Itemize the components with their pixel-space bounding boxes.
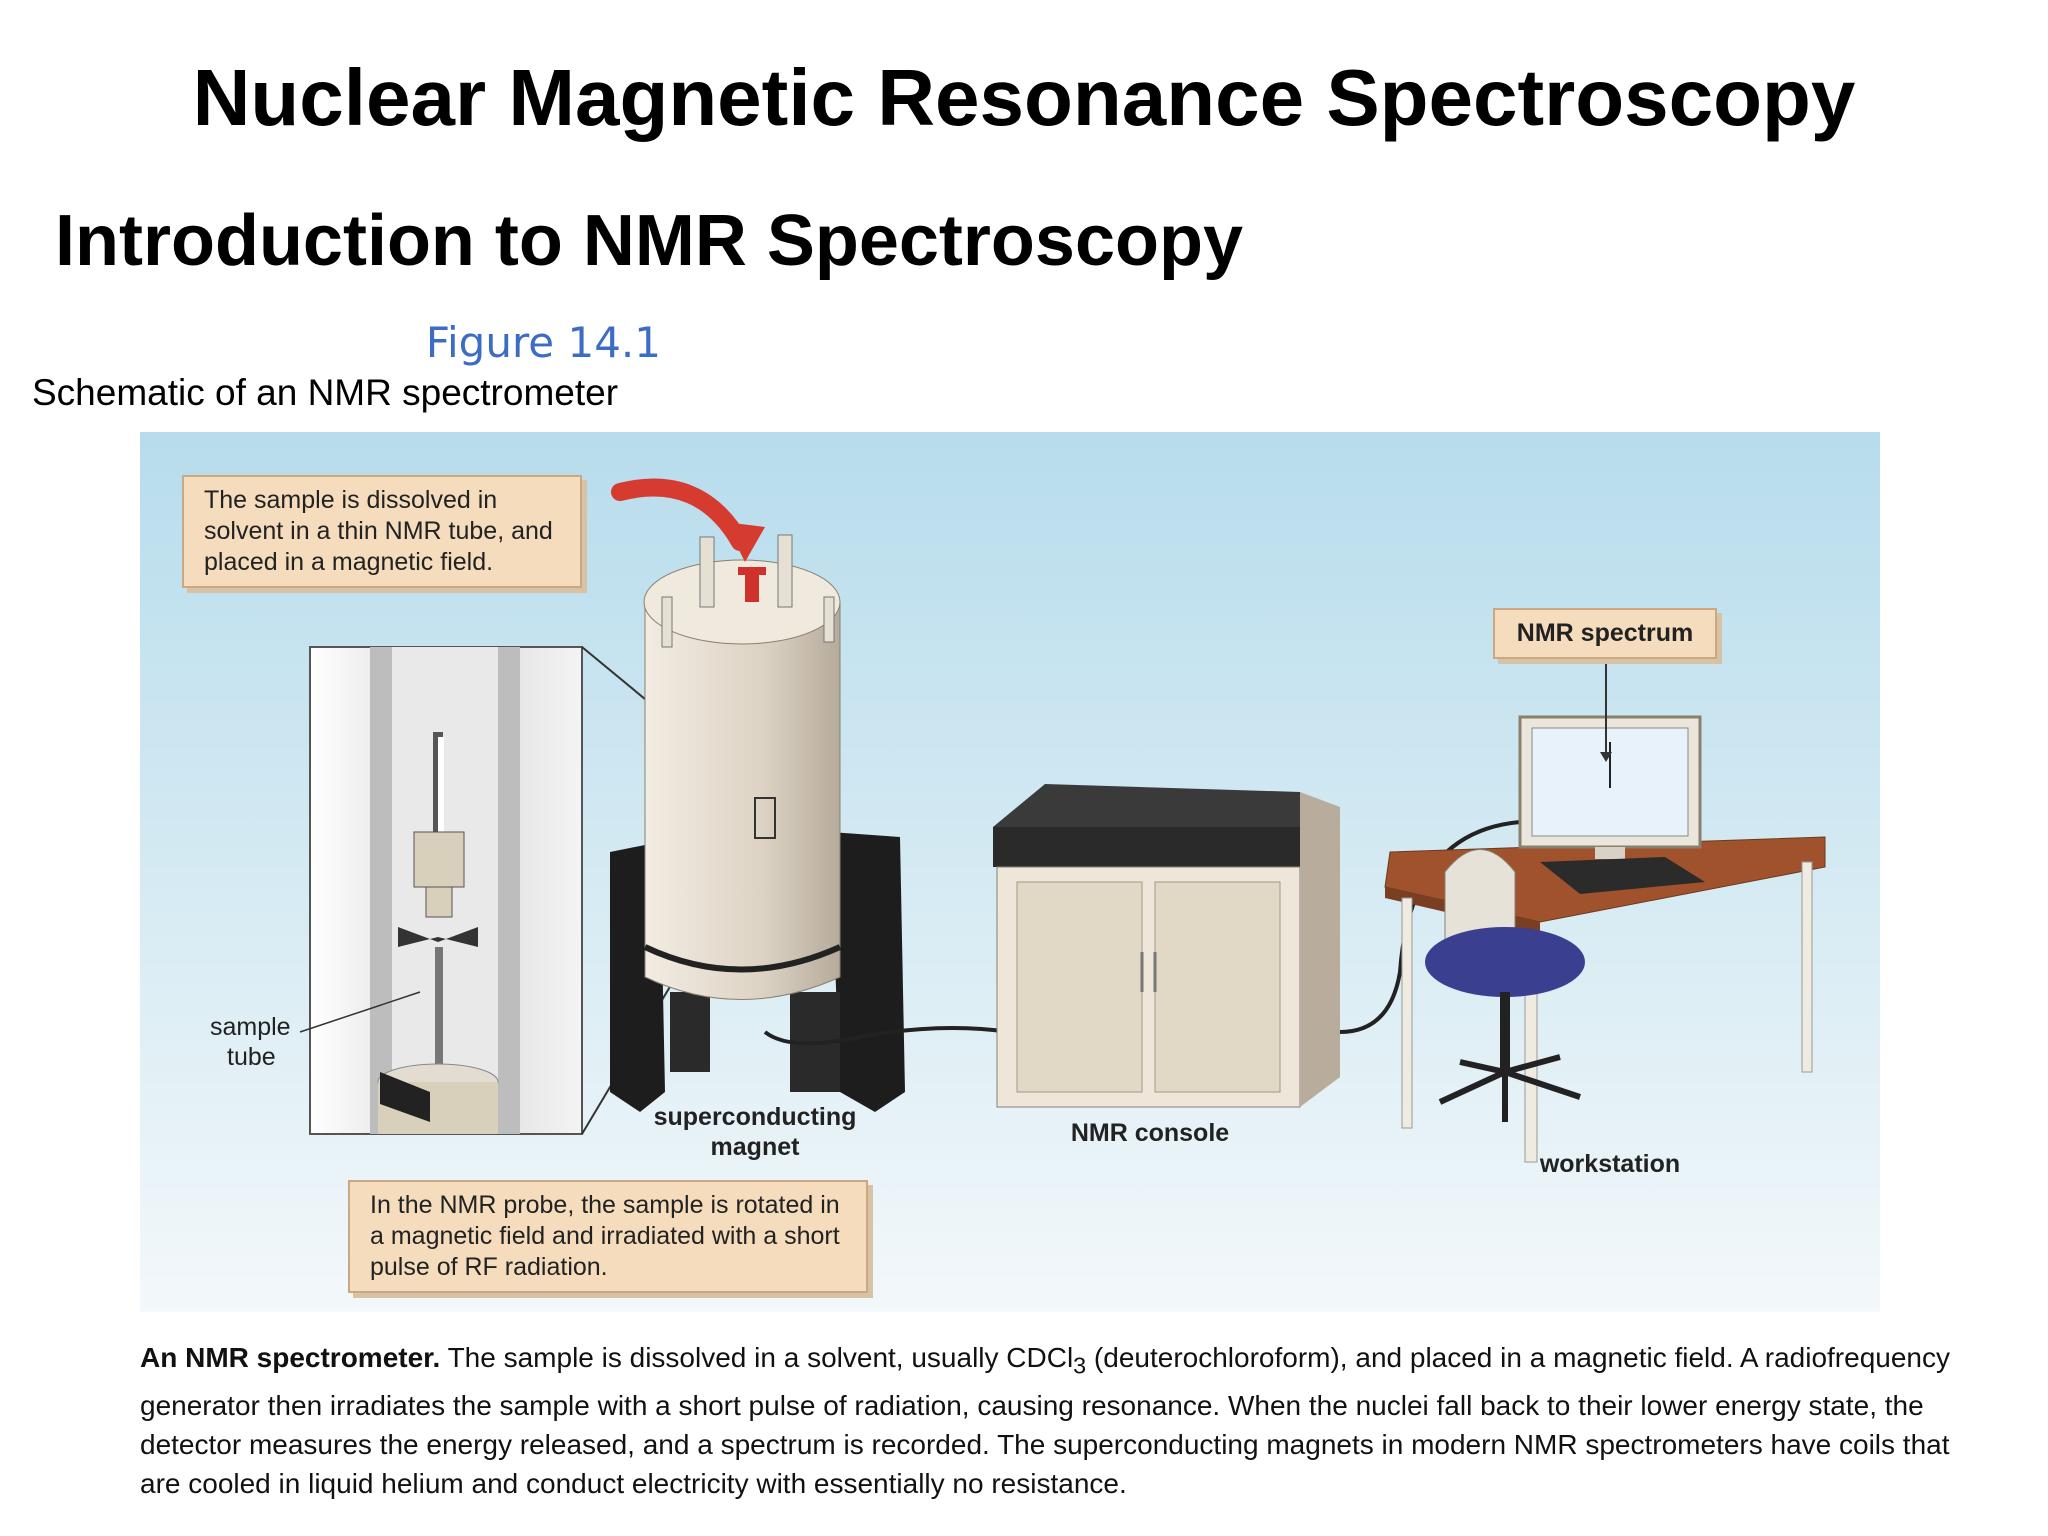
nmr-spectrometer-illustration: The sample is dissolved in solvent in a …	[140, 432, 1880, 1312]
label-sample: sample	[210, 1013, 291, 1041]
label-magnet: magnet	[710, 1133, 800, 1161]
description-subscript: 3	[1073, 1352, 1087, 1379]
label-superconducting: superconducting	[653, 1103, 857, 1131]
page-title: Nuclear Magnetic Resonance Spectroscopy	[192, 53, 1856, 142]
figure-number: Figure 14.1	[425, 318, 661, 367]
probe-inset	[309, 646, 583, 1135]
label-workstation: workstation	[1539, 1150, 1681, 1178]
description-lead: An NMR spectrometer.	[140, 1342, 441, 1373]
insertion-arrow	[611, 478, 765, 562]
nmr-console	[993, 784, 1340, 1108]
page-subtitle: Introduction to NMR Spectroscopy	[55, 201, 1243, 281]
description-text-2: (deuterochloroform), and placed in a mag…	[140, 1342, 1950, 1499]
callout-sample-dissolved: The sample is dissolved in solvent in a …	[182, 475, 582, 588]
workstation	[1384, 715, 1826, 1163]
nmr-illustration-svg	[140, 432, 1880, 1312]
label-nmr-console: NMR console	[1070, 1119, 1230, 1147]
callout-nmr-spectrum: NMR spectrum	[1493, 608, 1717, 659]
magnet-cable	[763, 1026, 1011, 1046]
description-text-1: The sample is dissolved in a solvent, us…	[440, 1342, 1074, 1373]
figure-description: An NMR spectrometer. The sample is disso…	[140, 1338, 1970, 1503]
sample-tube-pointer	[299, 991, 421, 1033]
figure-caption: Schematic of an NMR spectrometer	[32, 372, 619, 413]
label-tube: tube	[227, 1043, 276, 1071]
callout-nmr-probe: In the NMR probe, the sample is rotated …	[348, 1180, 868, 1293]
